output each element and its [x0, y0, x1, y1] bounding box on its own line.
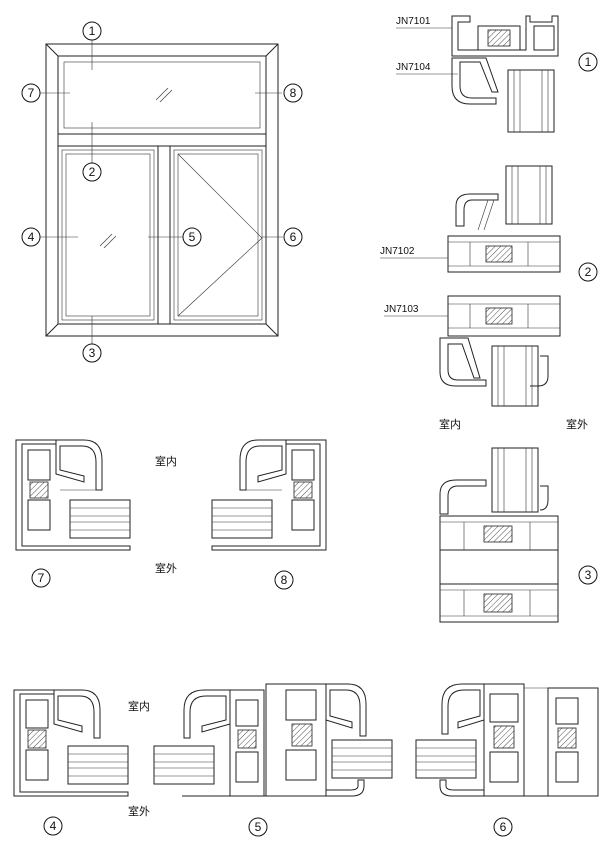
section-marker-5: 5	[248, 817, 268, 837]
svg-text:4: 4	[28, 230, 35, 244]
label-outside-section7: 室外	[155, 561, 177, 575]
part-label-jn7102: JN7102	[380, 246, 415, 257]
marker-7: 7	[21, 83, 41, 103]
part-label-jn7104: JN7104	[396, 62, 431, 73]
section-marker-7: 7	[31, 568, 51, 588]
section-marker-8: 8	[274, 570, 294, 590]
svg-text:2: 2	[89, 165, 96, 179]
part-label-jn7101: JN7101	[396, 16, 431, 27]
svg-text:8: 8	[281, 573, 288, 587]
marker-8: 8	[283, 83, 303, 103]
outer-frame	[45, 43, 279, 337]
section-marker-4: 4	[43, 816, 63, 836]
window-elevation: 1 7 8 2 4 5 6 3	[21, 21, 303, 363]
transom	[57, 133, 267, 147]
svg-text:4: 4	[50, 819, 57, 833]
svg-text:1: 1	[89, 24, 96, 38]
section-marker-6: 6	[493, 817, 513, 837]
marker-5: 5	[182, 227, 202, 247]
svg-text:7: 7	[28, 86, 35, 100]
svg-text:7: 7	[38, 571, 45, 585]
label-outside-section2: 室外	[566, 417, 588, 431]
svg-text:3: 3	[89, 346, 96, 360]
marker-1: 1	[82, 21, 102, 41]
label-inside-section4: 室内	[128, 699, 150, 713]
svg-text:3: 3	[585, 568, 592, 582]
section-6: 6	[415, 683, 599, 837]
label-inside-section7: 室内	[155, 454, 177, 468]
svg-text:5: 5	[189, 230, 196, 244]
section-5: 5	[153, 683, 393, 837]
marker-2: 2	[82, 162, 102, 182]
inner-frame	[57, 55, 267, 325]
section-8: 8	[211, 439, 327, 590]
section-1: JN7101 JN7104 1	[396, 15, 598, 133]
mullion	[157, 145, 171, 325]
section-7: 7	[15, 439, 131, 588]
marker-3: 3	[82, 343, 102, 363]
label-outside-section4: 室外	[128, 804, 150, 818]
section-marker-2: 2	[578, 262, 598, 282]
svg-text:8: 8	[290, 86, 297, 100]
section-4: 4	[13, 689, 129, 836]
part-label-jn7103: JN7103	[384, 304, 419, 315]
opening-indicator	[177, 153, 263, 317]
svg-text:6: 6	[500, 820, 507, 834]
section-marker-3: 3	[578, 565, 598, 585]
svg-text:6: 6	[290, 230, 297, 244]
svg-text:5: 5	[255, 820, 262, 834]
svg-text:2: 2	[585, 265, 592, 279]
label-inside-section2: 室内	[439, 417, 461, 431]
svg-text:1: 1	[585, 55, 592, 69]
section-2: JN7102 JN7103 2 室内 室外	[380, 165, 598, 431]
section-marker-1: 1	[578, 52, 598, 72]
marker-6: 6	[283, 227, 303, 247]
section-3: 3	[439, 447, 598, 623]
marker-4: 4	[21, 227, 41, 247]
